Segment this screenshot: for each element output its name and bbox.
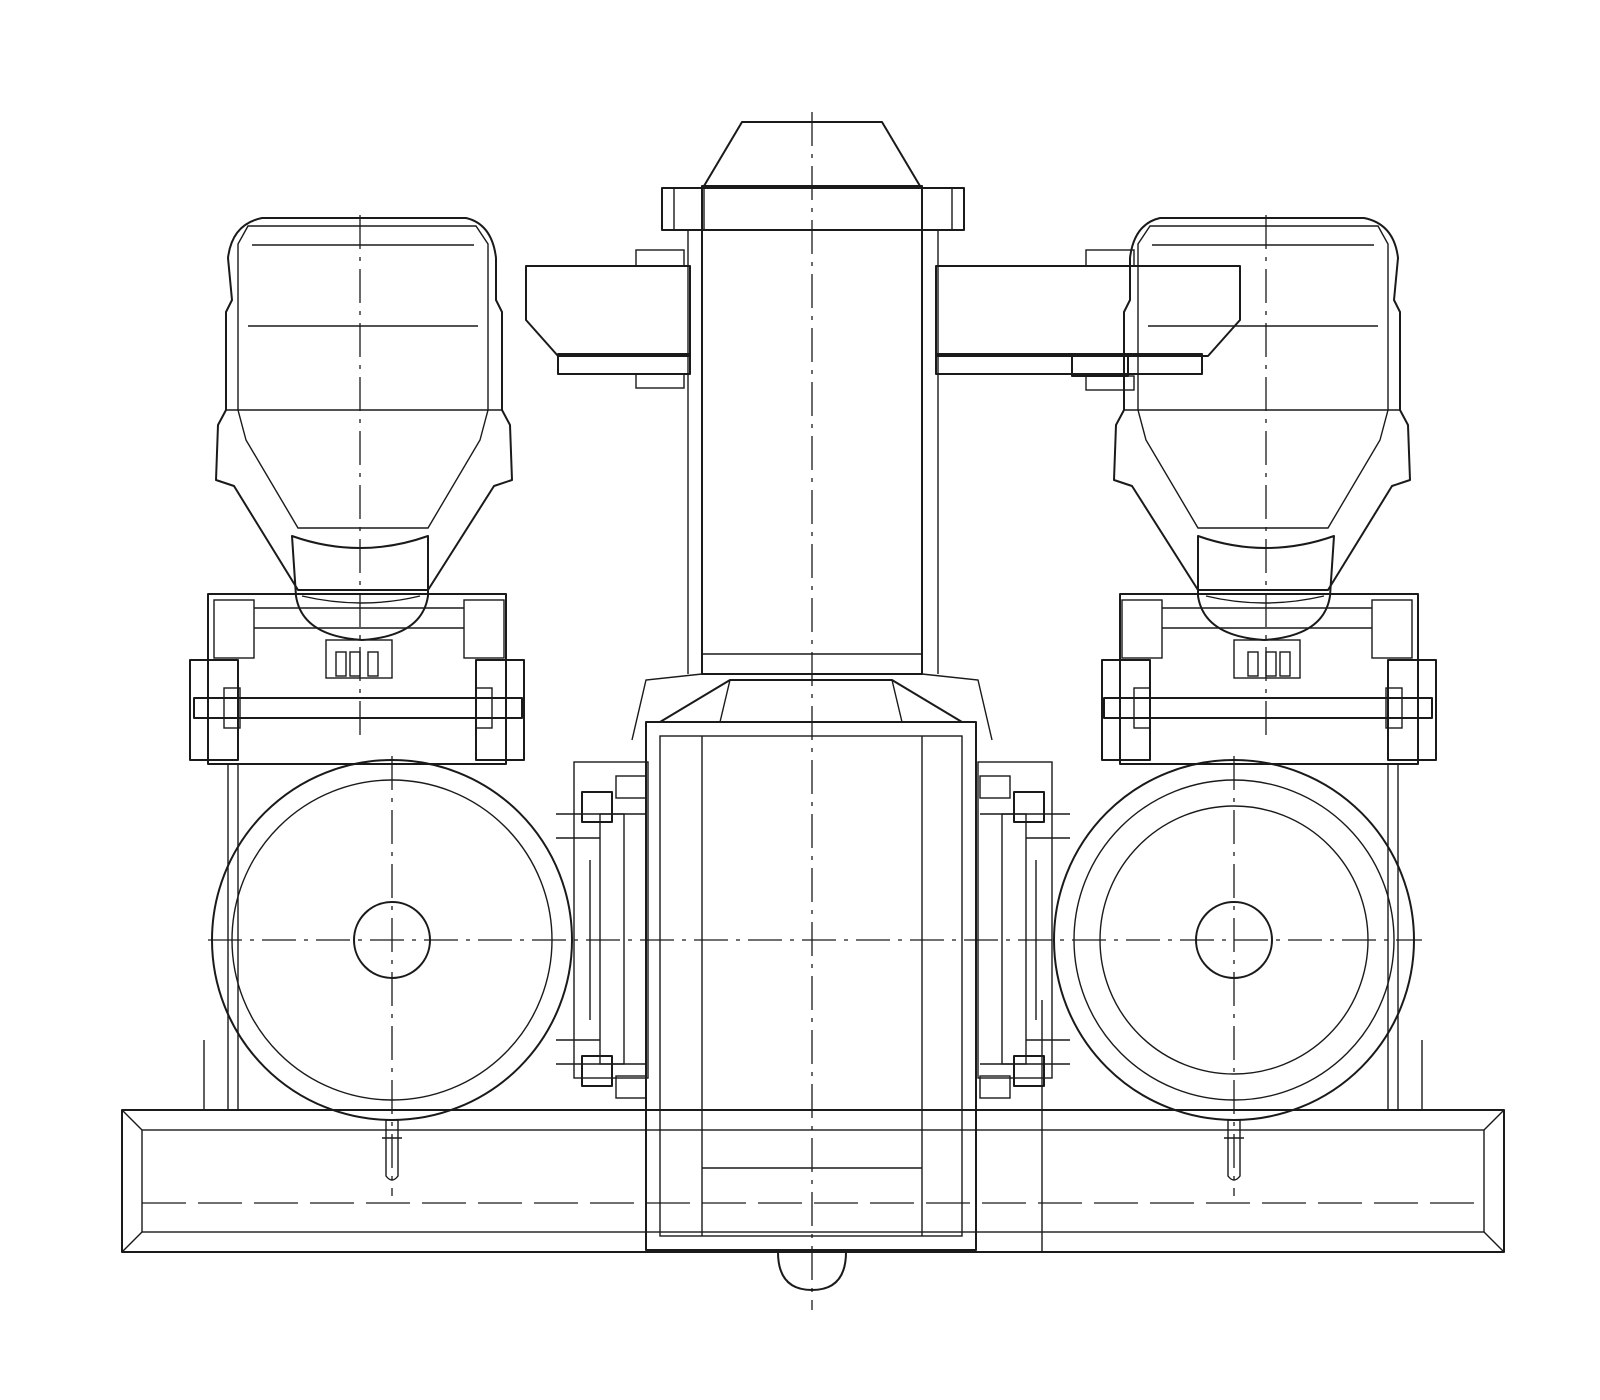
base-frame [121, 1000, 1505, 1253]
discharge-piping-left [556, 761, 649, 1099]
discharge-piping-right [977, 761, 1071, 1099]
motor-unit-left [189, 215, 573, 1196]
motor-unit-right [1053, 214, 1437, 1197]
cross-arms [525, 249, 1241, 391]
